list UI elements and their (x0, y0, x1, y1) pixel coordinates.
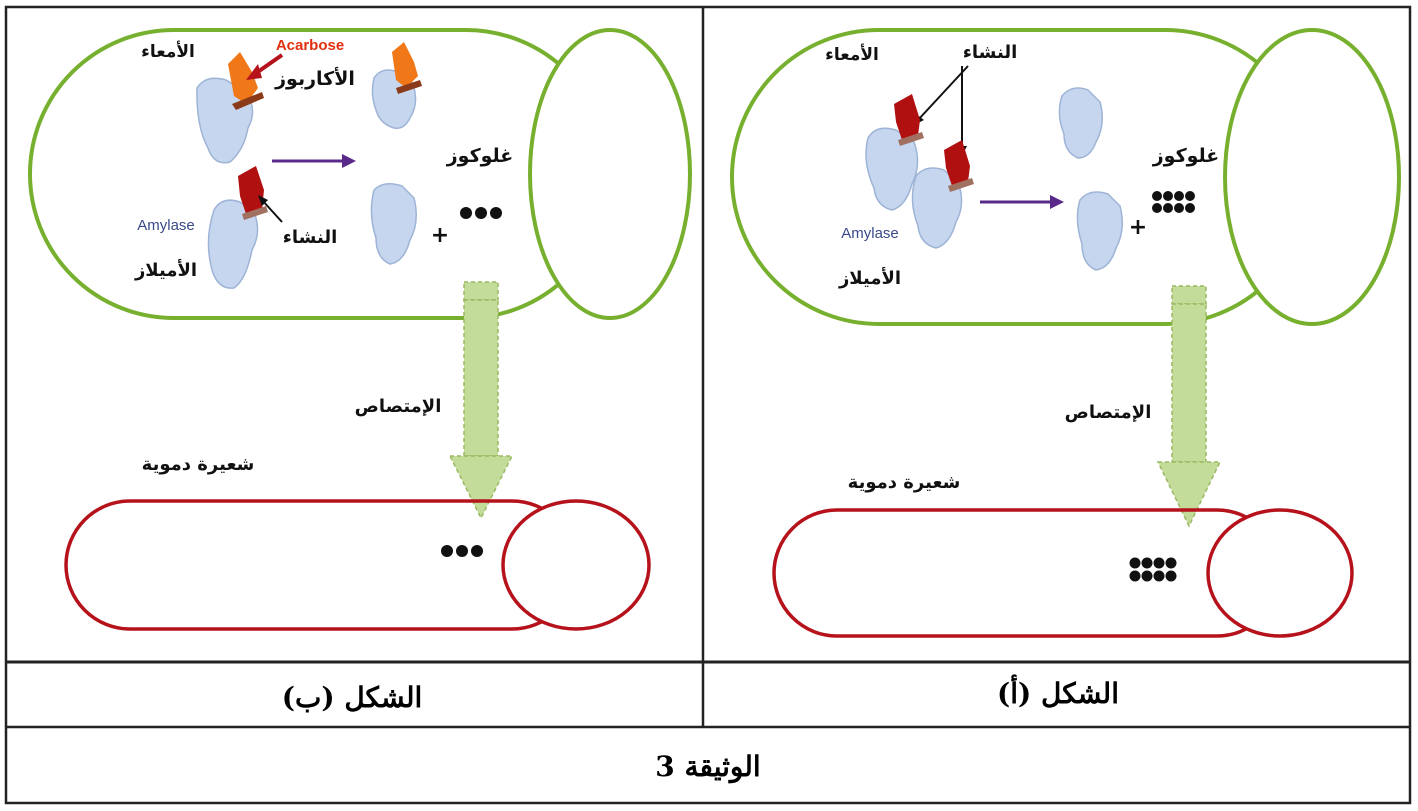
plus-sign-b: + (431, 223, 449, 248)
caption-figure-b: الشكل (ب) (282, 681, 423, 714)
glucose-molecule-dot (1165, 557, 1177, 569)
caption-figure-a: الشكل (أ) (997, 675, 1119, 710)
glucose-molecule-dot (1163, 203, 1173, 213)
enzyme-product-bottom-a (1076, 191, 1123, 271)
intestine-tube-b (28, 28, 692, 320)
glucose-molecule-dot (456, 545, 468, 557)
glucose-dots-blood-a (1129, 557, 1177, 582)
glucose-molecule-dot (441, 545, 453, 557)
glucose-molecule-dot (1174, 203, 1184, 213)
glucose-dots-intestine-a (1152, 191, 1195, 213)
glucose-molecule-dot (1185, 203, 1195, 213)
amylase-arabic-label-b: الأميلاز (134, 259, 197, 281)
starch-pointer-arrow-b (258, 195, 283, 223)
acarbose-pointer-arrow (246, 53, 284, 80)
glucose-molecule-dot (1165, 570, 1177, 582)
enzyme-product-top-a (1058, 87, 1103, 159)
enzyme-product-top-b (371, 42, 422, 130)
figure-a: الأمعاء النشاء Amylase الأميلاز (730, 28, 1401, 710)
enzyme-product-bottom-b (370, 183, 417, 265)
absorption-label-b: الإمتصاص (355, 396, 442, 417)
glucose-label-b: غلوكوز (446, 145, 514, 167)
amylase-latin-label-b: Amylase (137, 217, 195, 234)
intestine-label-a: الأمعاء (825, 44, 879, 65)
glucose-molecule-dot (1174, 191, 1184, 201)
glucose-molecule-dot (1129, 570, 1141, 582)
capillary-label-b: شعيرة دموية (142, 454, 255, 475)
reaction-arrow-b (272, 154, 356, 168)
reaction-arrow-a (980, 195, 1064, 209)
enzyme-with-starch-bottom-a (911, 140, 974, 249)
document-title: الوثيقة 3 (655, 750, 760, 784)
glucose-molecule-dot (1152, 191, 1162, 201)
amylase-latin-label-a: Amylase (841, 225, 899, 242)
glucose-molecule-dot (475, 207, 487, 219)
glucose-molecule-dot (1152, 203, 1162, 213)
capillary-tube-a (772, 508, 1354, 638)
glucose-molecule-dot (490, 207, 502, 219)
intestine-label-b: الأمعاء (141, 41, 195, 62)
glucose-molecule-dot (1163, 191, 1173, 201)
glucose-molecule-dot (1141, 557, 1153, 569)
glucose-molecule-dot (1129, 557, 1141, 569)
amylase-arabic-label-a: الأميلاز (838, 267, 901, 289)
glucose-molecule-dot (460, 207, 472, 219)
starch-label-a: النشاء (963, 42, 1018, 63)
glucose-molecule-dot (1141, 570, 1153, 582)
glucose-molecule-dot (471, 545, 483, 557)
glucose-molecule-dot (1185, 191, 1195, 201)
enzyme-with-acarbose-icon (196, 52, 264, 164)
capillary-label-a: شعيرة دموية (848, 472, 961, 493)
intestine-tube-a (730, 28, 1401, 326)
acarbose-arabic-label: الأكاربوز (274, 67, 355, 90)
absorption-arrow-b (448, 281, 514, 520)
plus-sign-a: + (1129, 215, 1147, 240)
enzyme-with-starch-top-a (865, 94, 924, 211)
capillary-tube-b (64, 499, 651, 631)
glucose-dots-intestine-b (460, 207, 502, 219)
acarbose-latin-label: Acarbose (276, 37, 344, 54)
enzyme-with-starch-icon (207, 166, 268, 289)
glucose-label-a: غلوكوز (1152, 145, 1220, 167)
absorption-label-a: الإمتصاص (1065, 402, 1152, 423)
starch-label-b: النشاء (283, 227, 338, 248)
figure-b: الأمعاء Acarbose الأكاربوز النشاء Amylas… (28, 28, 692, 714)
table-frame (4, 5, 1412, 805)
glucose-molecule-dot (1153, 570, 1165, 582)
glucose-molecule-dot (1153, 557, 1165, 569)
glucose-dots-blood-b (441, 545, 483, 557)
absorption-arrow-a (1156, 285, 1222, 528)
